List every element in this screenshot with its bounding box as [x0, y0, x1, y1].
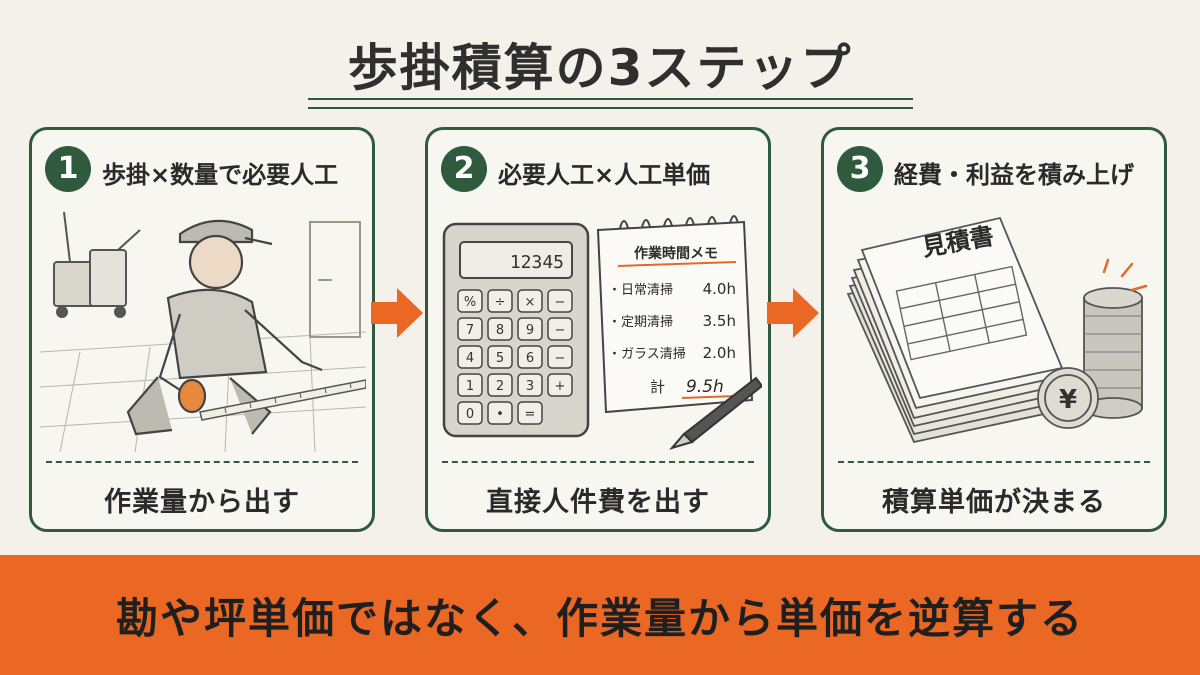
- calculator-key-label: =: [525, 407, 536, 422]
- arrow-right-icon: [371, 288, 423, 338]
- worker-figure-icon: [126, 219, 323, 436]
- worker-measuring-illustration: [40, 211, 366, 452]
- step-divider-3: [838, 461, 1150, 463]
- conclusion-banner: 勘や坪単価ではなく、作業量から単価を逆算する: [0, 555, 1200, 675]
- step-card-3: 3 経費・利益を積み上げ 見積書: [821, 127, 1167, 532]
- step-heading-1: 歩掛×数量で必要人工: [102, 161, 339, 189]
- step-footer-3: 積算単価が決まる: [882, 487, 1106, 518]
- step-footer-1: 作業量から出す: [104, 487, 300, 518]
- calculator-key: [517, 401, 543, 425]
- step-heading-2: 必要人工×人工単価: [498, 161, 711, 189]
- calculator-key-label: −: [555, 295, 566, 310]
- calculator-key: [487, 289, 513, 313]
- calculator-key: [487, 345, 513, 369]
- calculator-key-label: %: [464, 295, 476, 310]
- memo-row-label: ・日常清掃: [608, 282, 673, 298]
- arrow-right-icon: [767, 288, 819, 338]
- title-underline: [308, 98, 913, 109]
- calculator-key: [487, 373, 513, 397]
- conclusion-text: 勘や坪単価ではなく、作業量から単価を逆算する: [115, 594, 1084, 643]
- calculator-key: [457, 345, 483, 369]
- calculator-key: [517, 345, 543, 369]
- step-footer-2: 直接人件費を出す: [486, 487, 710, 518]
- step-divider-2: [442, 461, 754, 463]
- memo-row-value: 4.0h: [703, 280, 736, 298]
- calculator-key-label: 1: [466, 379, 474, 394]
- calculator-key: [457, 401, 483, 425]
- step-number-2: 2: [441, 146, 487, 192]
- memo-total-value: 9.5h: [686, 377, 724, 397]
- calculator-key-label: 8: [496, 323, 504, 338]
- memo-title: 作業時間メモ: [634, 245, 718, 262]
- step-heading-3: 経費・利益を積み上げ: [894, 161, 1134, 189]
- calculator-key-label: ÷: [495, 295, 506, 310]
- calculator-key: [547, 289, 573, 313]
- calculator-key-label: −: [555, 323, 566, 338]
- calculator-and-memo-illustration: 12345 % ÷ × − 7 8 9 − 4 5 6 − 1 2 3 +0 • = 作業時間メモ ・日常清掃 4…: [442, 215, 762, 450]
- step-number-1: 1: [45, 146, 91, 192]
- memo-total-label: 計: [650, 378, 665, 396]
- memo-row-value: 3.5h: [703, 312, 736, 330]
- calculator-key-label: 3: [526, 379, 534, 394]
- calculator-key: [517, 317, 543, 341]
- estimate-document-stack-icon: 見積書: [846, 216, 1074, 444]
- calculator-key-label: −: [555, 351, 566, 366]
- tape-measure-icon: [199, 379, 366, 421]
- pen-icon: [669, 376, 762, 450]
- calculator-key: [517, 373, 543, 397]
- memo-row-label: ・ガラス清掃: [608, 346, 686, 362]
- cleaning-cart-icon: [53, 211, 141, 318]
- calculator-key: [547, 345, 573, 369]
- memo-row-value: 2.0h: [703, 344, 736, 362]
- calculator-key: [457, 373, 483, 397]
- yen-symbol: ¥: [1059, 385, 1077, 415]
- calculator-key-label: +: [555, 379, 566, 394]
- calculator-key-label: •: [496, 407, 504, 422]
- calculator-keypad: % ÷ × − 7 8 9 − 4 5 6 − 1 2 3 +0 • =: [457, 289, 573, 425]
- calculator-icon: 12345 % ÷ × − 7 8 9 − 4 5 6 − 1 2 3 +0 • =: [442, 222, 590, 438]
- calculator-key: [487, 317, 513, 341]
- calculator-key-label: 7: [466, 323, 474, 338]
- step-divider-1: [46, 461, 358, 463]
- step-card-1: 1 歩掛×数量で必要人工: [29, 127, 375, 532]
- calculator-key-label: 2: [496, 379, 504, 394]
- estimate-and-coins-illustration: 見積書 ¥: [846, 216, 1148, 444]
- step-card-2: 2 必要人工×人工単価 12345 % ÷ × − 7 8 9 − 4 5 6 − 1 2 3 +0 • = 作業…: [425, 127, 771, 532]
- calculator-key: [547, 317, 573, 341]
- coin-stack-icon: ¥: [1037, 287, 1143, 429]
- calculator-key-label: 0: [466, 407, 474, 422]
- calculator-key-label: 5: [496, 351, 504, 366]
- calculator-key: [487, 401, 513, 425]
- calculator-key-label: 6: [526, 351, 534, 366]
- calculator-key: [457, 317, 483, 341]
- page-title: 歩掛積算の3ステップ: [347, 39, 853, 97]
- sparkle-icon: [1102, 258, 1148, 292]
- memo-row-label: ・定期清掃: [608, 314, 673, 330]
- calculator-key-label: 4: [466, 351, 474, 366]
- step-number-3: 3: [837, 146, 883, 192]
- memo-pad-icon: 作業時間メモ ・日常清掃 4.0h ・定期清掃 3.5h ・ガラス清掃 2.0h…: [596, 215, 754, 414]
- calculator-display: 12345: [510, 252, 564, 273]
- calculator-key: [457, 289, 483, 313]
- calculator-key-label: ×: [525, 295, 536, 310]
- calculator-key: [517, 289, 543, 313]
- calculator-key: [547, 373, 573, 397]
- calculator-key-label: 9: [526, 323, 534, 338]
